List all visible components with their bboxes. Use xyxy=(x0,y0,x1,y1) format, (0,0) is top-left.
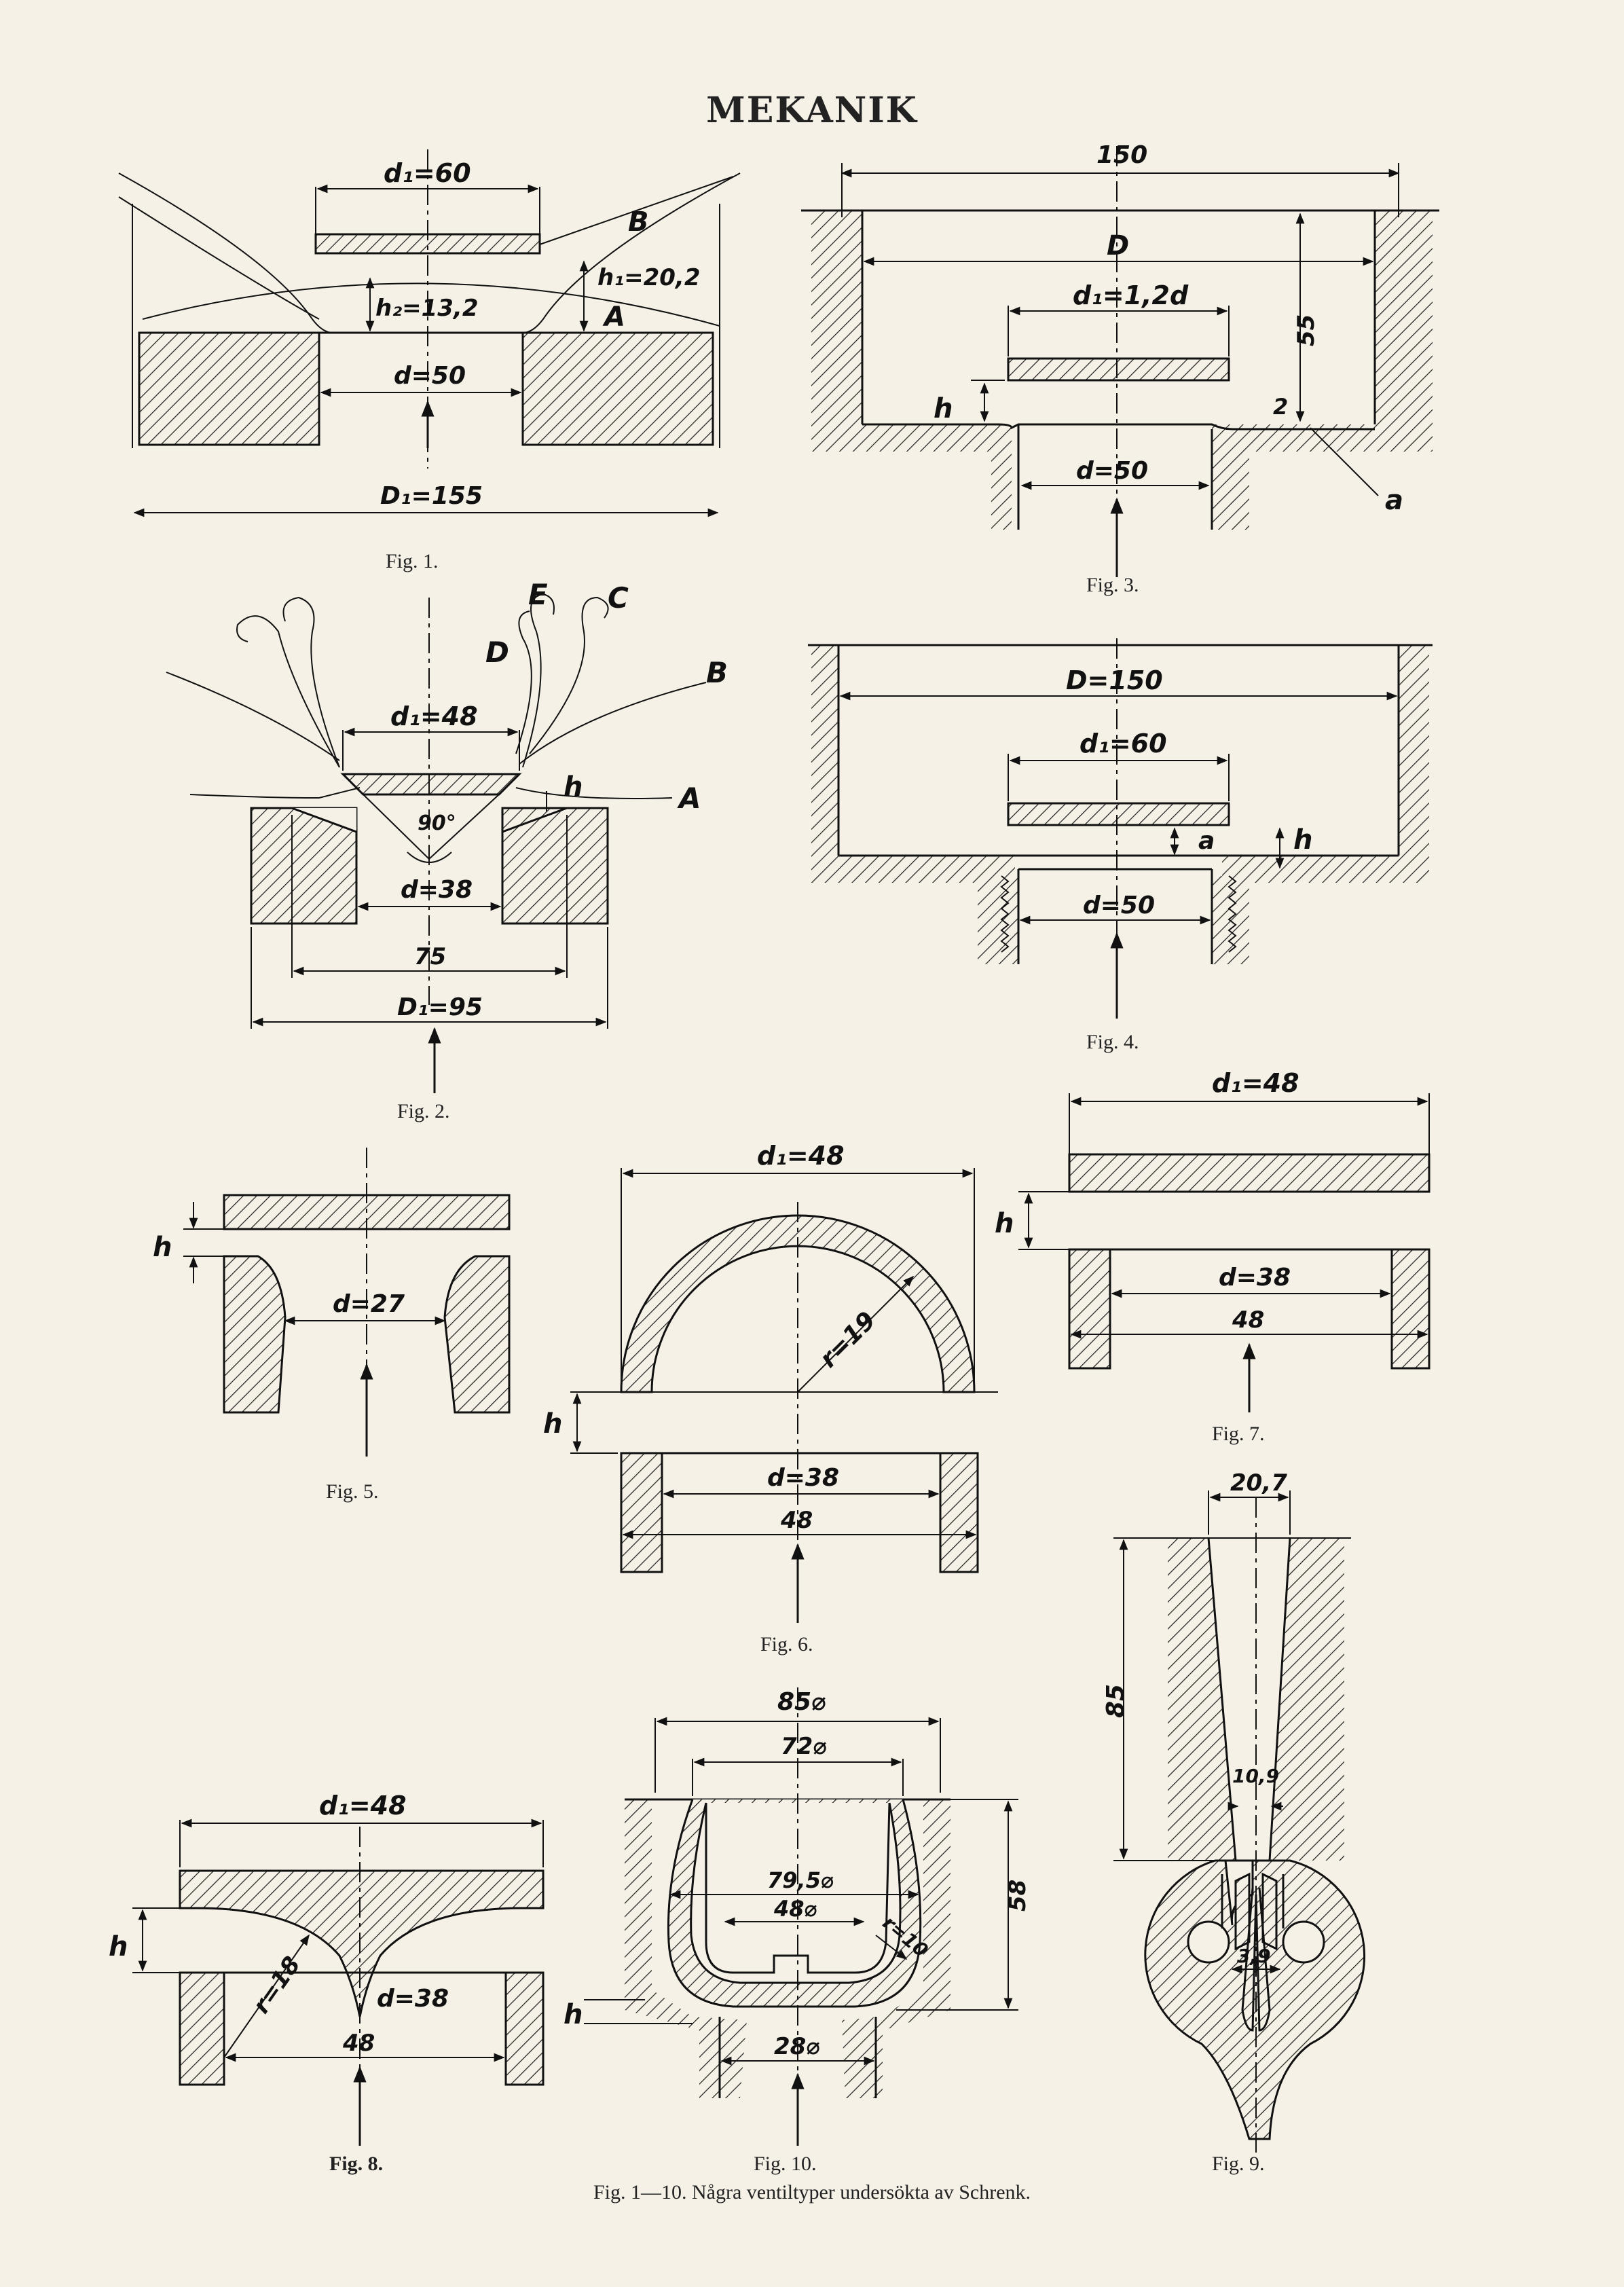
figure-1 xyxy=(118,149,741,517)
fig2-label-d: d=38 xyxy=(401,876,473,904)
fig2-label-E: E xyxy=(528,578,548,611)
fig8-label-r: r=18 xyxy=(248,1952,306,2019)
fig2-label-B: B xyxy=(706,656,728,689)
fig1-label-h2: h₂=13,2 xyxy=(375,295,478,322)
fig6-label-d1: d₁=48 xyxy=(757,1141,845,1171)
fig3-label-55: 55 xyxy=(1293,314,1320,346)
fig9-label-39: 3,9 xyxy=(1237,1945,1271,1967)
fig7-caption: Fig. 7. xyxy=(1212,1423,1265,1445)
fig8-caption: Fig. 8. xyxy=(329,2153,384,2175)
fig1-label-A: A xyxy=(602,301,625,333)
figure-10 xyxy=(584,1687,1018,2146)
page-title: MEKANIK xyxy=(706,90,918,131)
fig5-caption: Fig. 5. xyxy=(326,1480,379,1503)
figure-9 xyxy=(1113,1490,1366,2153)
fig7-label-d: d=38 xyxy=(1219,1264,1291,1292)
fig4-label-D: D=150 xyxy=(1066,665,1163,695)
figure-4 xyxy=(808,638,1433,1019)
figure-3 xyxy=(801,146,1439,577)
fig10-label-72: 72⌀ xyxy=(781,1733,827,1760)
fig3-label-h: h xyxy=(934,393,953,424)
fig6-label-h: h xyxy=(543,1408,562,1440)
fig9-label-207: 20,7 xyxy=(1230,1469,1287,1497)
fig4-label-a: a xyxy=(1198,827,1215,855)
fig1-label-d1: d₁=60 xyxy=(384,158,471,188)
fig2-label-75: 75 xyxy=(414,943,446,970)
figure-7 xyxy=(1018,1093,1431,1412)
fig3-caption: Fig. 3. xyxy=(1086,574,1139,596)
fig6-caption: Fig. 6. xyxy=(760,1633,813,1655)
fig10-label-58: 58 xyxy=(1004,1880,1031,1911)
fig10-caption: Fig. 10. xyxy=(754,2153,817,2175)
fig4-label-h: h xyxy=(1293,824,1312,856)
fig4-label-d1: d₁=60 xyxy=(1079,729,1167,758)
fig3-label-2: 2 xyxy=(1273,394,1288,420)
fig3-label-d1: d₁=1,2d xyxy=(1073,280,1189,310)
fig10-label-85: 85⌀ xyxy=(777,1688,826,1716)
fig3-label-a: a xyxy=(1385,485,1403,516)
figure-8 xyxy=(132,1818,545,2146)
fig3-label-150: 150 xyxy=(1096,141,1147,169)
fig9-label-85: 85 xyxy=(1102,1684,1130,1718)
fig10-label-28: 28⌀ xyxy=(774,2033,820,2060)
fig2-caption: Fig. 2. xyxy=(397,1100,450,1122)
fig6-label-48: 48 xyxy=(780,1507,813,1534)
page-caption: Fig. 1—10. Några ventiltyper undersökta … xyxy=(593,2181,1031,2203)
fig7-label-h: h xyxy=(995,1208,1014,1239)
fig1-label-D1: D₁=155 xyxy=(380,482,483,510)
fig1-label-B: B xyxy=(628,206,649,238)
fig3-label-d: d=50 xyxy=(1076,457,1148,485)
fig6-label-d: d=38 xyxy=(767,1464,839,1492)
fig2-label-d1: d₁=48 xyxy=(390,701,478,731)
fig1-label-h1: h₁=20,2 xyxy=(597,264,700,291)
figure-5 xyxy=(183,1148,511,1457)
fig2-label-D1: D₁=95 xyxy=(397,993,483,1021)
fig5-label-h: h xyxy=(153,1232,172,1263)
figure-6 xyxy=(570,1168,998,1623)
fig7-label-48: 48 xyxy=(1232,1306,1264,1334)
fig7-label-d1: d₁=48 xyxy=(1212,1068,1299,1098)
fig2-label-A: A xyxy=(677,782,701,815)
fig1-caption: Fig. 1. xyxy=(386,550,439,572)
fig5-label-d: d=27 xyxy=(333,1290,405,1318)
fig8-label-h: h xyxy=(109,1931,128,1962)
fig8-label-d: d=38 xyxy=(377,1985,449,2013)
fig2-label-D: D xyxy=(485,636,509,669)
fig2-label-angle: 90° xyxy=(418,811,456,835)
fig4-caption: Fig. 4. xyxy=(1086,1031,1139,1053)
fig8-label-48: 48 xyxy=(342,2030,375,2057)
fig2-label-C: C xyxy=(608,581,629,615)
fig9-caption: Fig. 9. xyxy=(1212,2153,1265,2175)
fig4-label-d: d=50 xyxy=(1083,892,1155,919)
fig1-label-d: d=50 xyxy=(394,362,466,390)
fig10-label-h: h xyxy=(564,1999,583,2030)
fig3-label-D: D xyxy=(1107,230,1129,261)
fig8-label-d1: d₁=48 xyxy=(319,1791,407,1821)
fig10-label-48: 48⌀ xyxy=(773,1896,817,1922)
figure-2 xyxy=(166,593,707,1093)
fig9-label-109: 10,9 xyxy=(1232,1765,1279,1787)
fig2-label-h: h xyxy=(564,771,583,803)
fig10-label-795: 79,5⌀ xyxy=(767,1867,834,1893)
